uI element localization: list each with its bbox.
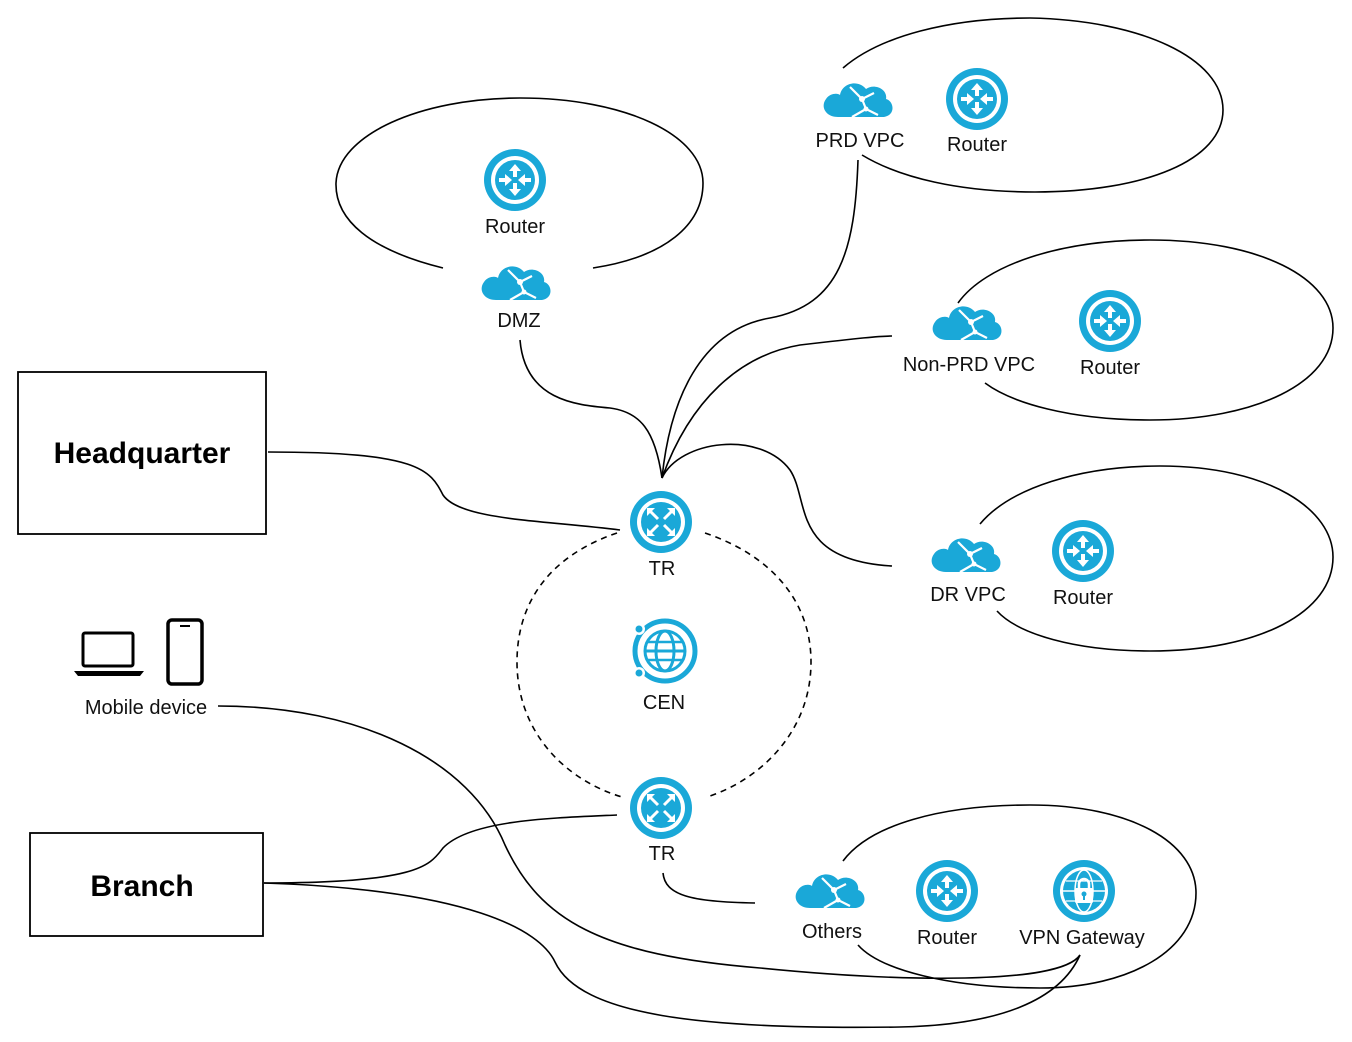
nonprd-router-label: Router <box>1080 357 1140 379</box>
cen-ring <box>516 532 623 798</box>
prd-router-label: Router <box>947 134 1007 156</box>
dmz-router-label: Router <box>485 216 545 238</box>
cen-ring-right <box>704 532 812 798</box>
headquarter-box[interactable] <box>17 371 267 535</box>
headquarter-label: Headquarter <box>54 437 231 470</box>
transit-router-icon[interactable] <box>628 489 694 555</box>
transit-router-icon[interactable] <box>628 775 694 841</box>
dr-vpc-label: DR VPC <box>930 584 1006 606</box>
cloud-vpc-icon[interactable] <box>822 82 894 119</box>
tr-top-label: TR <box>649 558 676 580</box>
cen-label: CEN <box>643 692 685 714</box>
vpn-gateway-label: VPN Gateway <box>1019 927 1145 949</box>
router-icon[interactable] <box>1079 290 1141 352</box>
router-icon[interactable] <box>1052 520 1114 582</box>
mobile-device-label: Mobile device <box>85 697 207 719</box>
tr-bottom-label: TR <box>649 843 676 865</box>
prd-zone <box>842 17 1224 193</box>
others-zone <box>842 804 1197 989</box>
nonprd-zone <box>957 239 1334 421</box>
router-icon[interactable] <box>916 860 978 922</box>
branch-box[interactable] <box>29 832 264 937</box>
cloud-vpc-icon[interactable] <box>931 305 1003 342</box>
dr-zone <box>979 465 1334 652</box>
laptop-icon <box>74 631 144 676</box>
cloud-vpc-icon[interactable] <box>930 537 1002 574</box>
prd-vpc-label: PRD VPC <box>816 130 905 152</box>
cloud-vpc-icon[interactable] <box>794 873 866 910</box>
vpn-gateway-icon[interactable] <box>1051 858 1117 924</box>
phone-icon <box>166 618 204 686</box>
branch-label: Branch <box>90 870 193 903</box>
globe-cen-icon[interactable] <box>633 621 695 681</box>
connections <box>217 159 1081 1029</box>
others-label: Others <box>802 921 862 943</box>
router-icon[interactable] <box>946 68 1008 130</box>
nonprd-vpc-label: Non-PRD VPC <box>903 354 1035 376</box>
others-router-label: Router <box>917 927 977 949</box>
dmz-label: DMZ <box>497 310 540 332</box>
dmz-zone <box>335 97 704 269</box>
cloud-vpc-icon[interactable] <box>480 265 552 302</box>
dr-router-label: Router <box>1053 587 1113 609</box>
router-icon[interactable] <box>484 149 546 211</box>
